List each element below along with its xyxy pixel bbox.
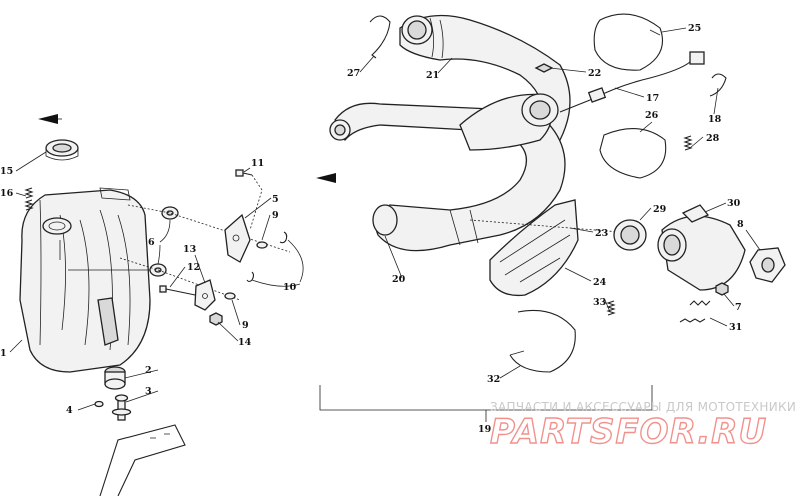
callout-10: 10 bbox=[283, 282, 297, 293]
bolt-12 bbox=[159, 285, 201, 297]
grommet-6-upper bbox=[161, 206, 179, 220]
gasket-29 bbox=[613, 219, 647, 251]
callout-25: 25 bbox=[688, 23, 701, 34]
callout-9a: 9 bbox=[272, 210, 279, 221]
callout-4: 4 bbox=[66, 405, 73, 416]
callout-13: 13 bbox=[183, 244, 196, 255]
callout-15: 15 bbox=[0, 166, 13, 177]
callout-33: 33 bbox=[593, 297, 606, 308]
callout-18: 18 bbox=[708, 114, 722, 125]
flange-gasket-8 bbox=[749, 247, 786, 283]
bolt-11 bbox=[235, 169, 253, 177]
clamp-32 bbox=[509, 309, 576, 373]
spring-small bbox=[24, 187, 34, 211]
callout-29: 29 bbox=[653, 204, 667, 215]
washer-9-upper bbox=[256, 241, 268, 249]
callout-17: 17 bbox=[646, 93, 659, 104]
mount-plate-5 bbox=[224, 213, 251, 263]
callout-3: 3 bbox=[145, 386, 152, 397]
callout-27: 27 bbox=[347, 68, 360, 79]
clamp-25 bbox=[593, 13, 664, 71]
spring-33 bbox=[606, 300, 616, 316]
callout-30: 30 bbox=[727, 198, 741, 209]
washer-small bbox=[94, 400, 104, 408]
manifold bbox=[657, 204, 746, 291]
expansion-chamber bbox=[329, 93, 566, 252]
silencer bbox=[19, 187, 151, 373]
direction-arrow-right bbox=[316, 173, 336, 183]
callout-32: 32 bbox=[487, 374, 500, 385]
callout-24: 24 bbox=[593, 277, 607, 288]
direction-arrow-left bbox=[38, 114, 58, 124]
callout-8: 8 bbox=[737, 219, 744, 230]
bracket-13 bbox=[194, 279, 216, 311]
clip-27 bbox=[369, 15, 391, 59]
callout-9b: 9 bbox=[242, 320, 249, 331]
callout-6: 6 bbox=[148, 237, 155, 248]
sensor-cable bbox=[559, 51, 705, 113]
heat-shield bbox=[489, 199, 579, 297]
callout-2: 2 bbox=[145, 365, 152, 376]
callout-28: 28 bbox=[706, 133, 720, 144]
callout-20: 20 bbox=[392, 274, 406, 285]
callout-7: 7 bbox=[735, 302, 742, 313]
callout-16: 16 bbox=[0, 188, 14, 199]
grommet bbox=[45, 139, 79, 161]
callout-19: 19 bbox=[478, 424, 492, 435]
clamp-18 bbox=[709, 73, 727, 97]
watermark-logo: PARTSFOR.RU bbox=[489, 411, 767, 450]
mount-stud bbox=[111, 394, 132, 421]
callout-22: 22 bbox=[588, 68, 601, 79]
grommet-6-lower bbox=[149, 263, 167, 277]
callout-11: 11 bbox=[251, 158, 264, 169]
watermark-tagline: ЗАПЧАСТИ И АКСЕССУАРЫ ДЛЯ МОТОТЕХНИКИ bbox=[490, 400, 797, 414]
nut-14 bbox=[209, 312, 223, 326]
clamp-26 bbox=[599, 128, 667, 179]
spring-31 bbox=[679, 300, 711, 323]
callout-labels: 1 2 3 4 5 6 7 8 9 9 10 11 12 13 14 15 16… bbox=[0, 23, 744, 435]
callout-5: 5 bbox=[272, 194, 279, 205]
rubber-bumper bbox=[104, 366, 126, 390]
callout-21: 21 bbox=[426, 70, 439, 81]
callout-14: 14 bbox=[238, 337, 252, 348]
spring-pin-10-upper bbox=[279, 231, 288, 244]
callout-31: 31 bbox=[729, 322, 742, 333]
nut-7 bbox=[715, 282, 729, 296]
frame-bracket bbox=[99, 424, 186, 496]
callout-1: 1 bbox=[0, 348, 7, 359]
watermark-logo-text: PARTSFOR.RU bbox=[490, 412, 767, 450]
callout-26: 26 bbox=[645, 110, 659, 121]
callout-23: 23 bbox=[595, 228, 608, 239]
washer-9-lower bbox=[224, 292, 236, 300]
callout-12: 12 bbox=[187, 262, 200, 273]
leader-lines bbox=[9, 27, 761, 411]
